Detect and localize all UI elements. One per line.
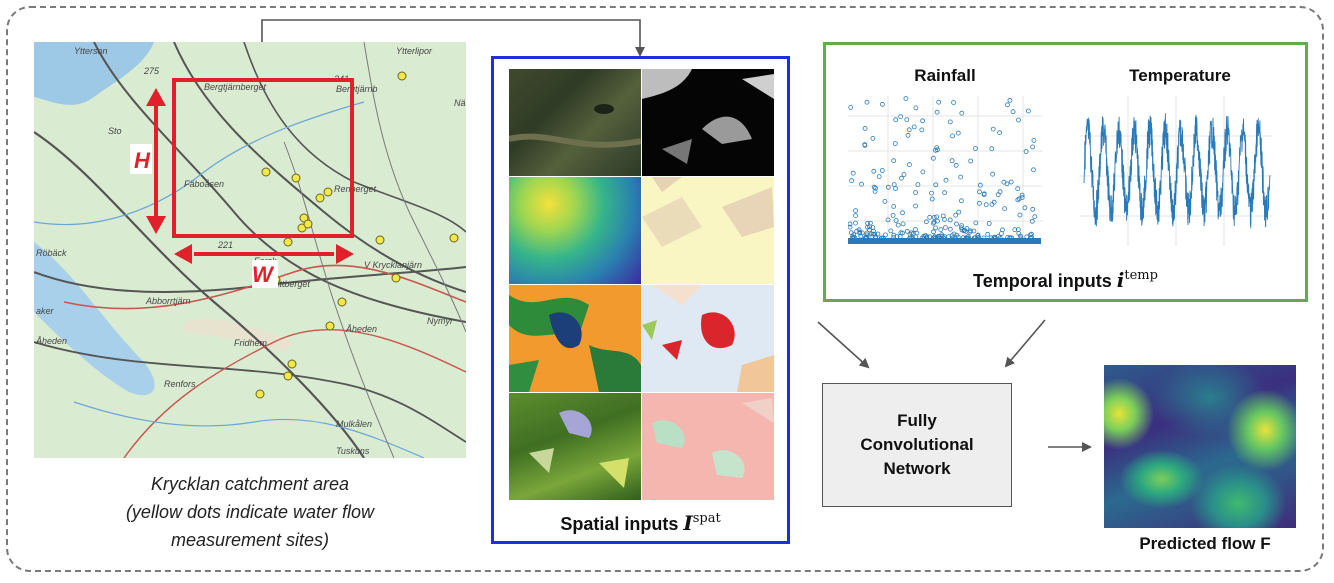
place-label: Mulkålen: [336, 419, 372, 429]
temporal-inputs-text: Temporal inputs: [973, 271, 1112, 291]
temporal-inputs-frame: [823, 42, 1308, 302]
place-label: Åheden: [345, 324, 377, 334]
habitat-image-tile: [642, 393, 774, 500]
mask-image-tile: [642, 69, 774, 176]
place-label: Tuskuns: [336, 446, 370, 456]
map-caption: Krycklan catchment area (yellow dots ind…: [60, 470, 440, 554]
rainfall-title: Rainfall: [914, 66, 976, 85]
outer-dashed-frame: [6, 6, 1324, 572]
temperature-line-plot: [1080, 96, 1272, 246]
place-label: 221: [217, 240, 233, 250]
place-label: Nä: [454, 98, 466, 108]
spatial-inputs-frame: [491, 56, 790, 544]
place-label: Nymyr: [427, 316, 454, 326]
fcn-label: Fully Convolutional Network: [860, 411, 974, 478]
height-label: H: [134, 148, 151, 173]
place-label: Fridhem: [234, 338, 268, 348]
place-label: Renberget: [334, 184, 377, 194]
predicted-flow-label: Predicted flow F: [1139, 534, 1271, 553]
roi-box: [172, 78, 354, 238]
map-caption-line: Krycklan catchment area: [150, 474, 350, 494]
temperature-title: Temperature: [1129, 66, 1231, 85]
krycklan-map: Ytterson Ytterlipor Bergtjärnberget Berg…: [34, 42, 466, 458]
temporal-inputs-label: Temporal inputs itemp: [823, 268, 1308, 292]
landuse-image-tile: [642, 285, 774, 392]
place-label: Renfors: [164, 379, 196, 389]
temporal-symbol: i: [1116, 268, 1125, 292]
satellite-image-tile: [509, 69, 641, 176]
place-label: Ytterlipor: [396, 46, 433, 56]
spatial-inputs-label: Spatial inputs Ispat: [494, 511, 787, 535]
place-label: Bergtjärnberget: [204, 82, 267, 92]
place-label: Bergtjärnb: [336, 84, 378, 94]
rainfall-scatter-plot: [848, 96, 1043, 244]
width-label: W: [252, 262, 275, 287]
place-label: V Krycklanjärn: [364, 260, 422, 270]
spatial-inputs-text: Spatial inputs: [560, 514, 679, 534]
spatial-symbol: I: [683, 511, 693, 535]
landcover-image-tile: [509, 285, 641, 392]
elevation-image-tile: [509, 177, 641, 284]
spatial-to-fcn-arrow: [817, 321, 870, 369]
spatial-superscript: spat: [692, 511, 721, 526]
map-caption-line: measurement sites): [170, 530, 330, 550]
place-label: Åheden: [35, 336, 67, 346]
temporal-superscript: temp: [1124, 268, 1158, 283]
fcn-block: Fully Convolutional Network: [822, 383, 1012, 507]
place-label: 275: [143, 66, 160, 76]
place-label: Ytterson: [74, 46, 108, 56]
vegetation-image-tile: [509, 393, 641, 500]
place-label: Wittberget: [269, 279, 310, 289]
place-label: Fäboåsen: [184, 179, 224, 189]
predicted-flow-heatmap: [1104, 365, 1296, 528]
place-label: Röbäck: [36, 248, 67, 258]
place-label: aker: [36, 306, 55, 316]
temporal-to-fcn-arrow: [1004, 319, 1046, 368]
place-label: Sto: [108, 126, 122, 136]
map-to-spatial-arrow: [261, 19, 645, 57]
soil-image-tile: [642, 177, 774, 284]
map-caption-line: (yellow dots indicate water flow: [125, 502, 375, 522]
place-label: Abborrtjärn: [145, 296, 191, 306]
